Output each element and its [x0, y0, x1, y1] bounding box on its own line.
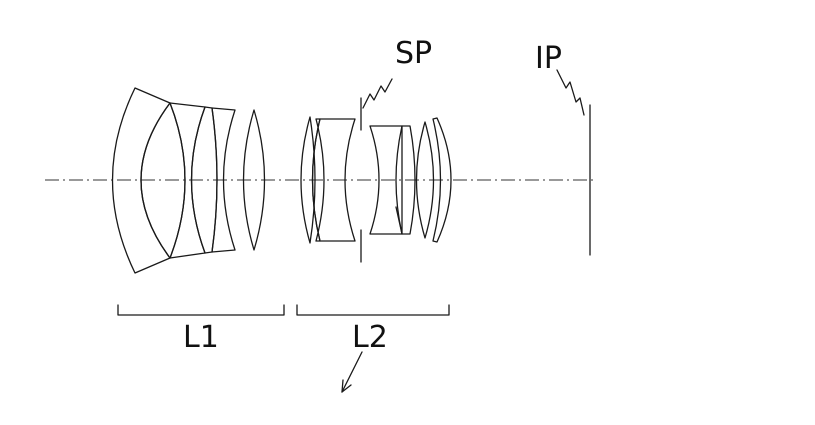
lens-element-13: [432, 117, 452, 243]
arrow-icon: [341, 351, 363, 393]
lens-element-6: [242, 109, 266, 251]
lens-group-l2: [300, 97, 452, 263]
bracket-l1: [117, 304, 285, 316]
bracket-l2: [296, 304, 450, 316]
lens-element-11: [395, 125, 416, 235]
ip-leader: [556, 69, 585, 116]
label-sp: SP: [395, 36, 432, 71]
lens-element-5: [211, 107, 236, 253]
lens-group-l1: [111, 87, 266, 274]
lens-element-9: [311, 118, 356, 242]
label-l1: L1: [183, 320, 219, 355]
lens-element-12: [415, 121, 435, 239]
label-ip: IP: [535, 41, 562, 76]
sp-leader: [362, 78, 393, 109]
label-l2: L2: [352, 320, 388, 355]
